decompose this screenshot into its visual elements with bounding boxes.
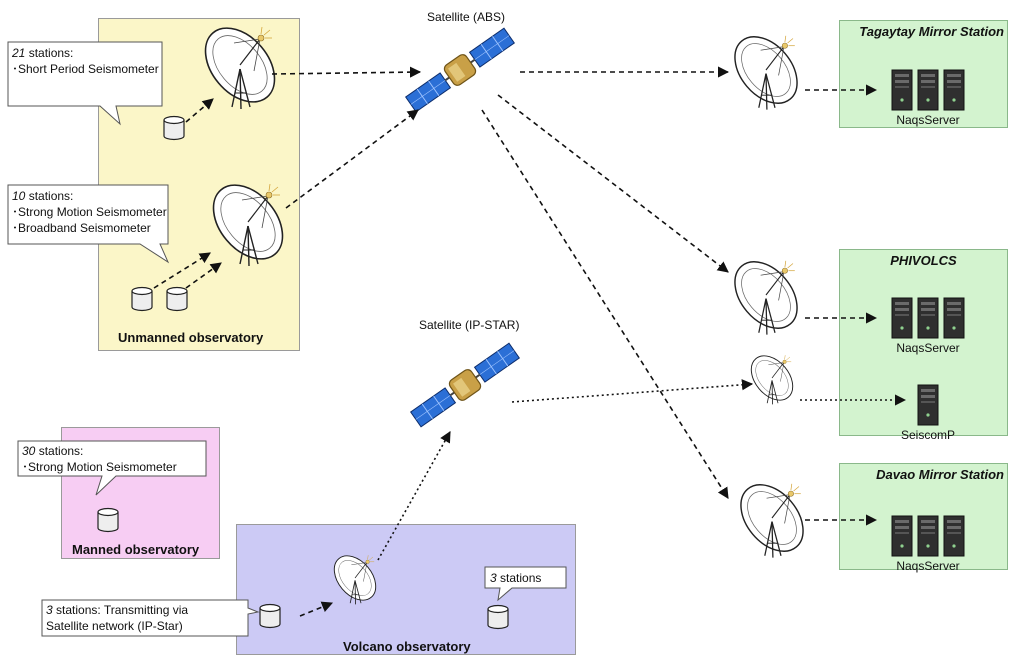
callout-count-line: 10 stations:: [12, 189, 74, 203]
unmanned-observatory-label: Unmanned observatory: [118, 330, 264, 345]
link-arrow-ipstar: [377, 431, 451, 561]
callout-strong-broadband: 10 stations: ･Strong Motion Seismometer …: [12, 188, 167, 236]
server-icon: [917, 515, 939, 557]
seismometer-cylinder: [131, 286, 153, 312]
callout-item: ･Broadband Seismometer: [12, 221, 151, 235]
callout-bubble-transmitting: [41, 599, 260, 637]
callout-bubble-volcano-3: [484, 566, 567, 602]
link-arrow-ipstar: [511, 379, 754, 403]
link-arrow: [185, 262, 222, 289]
davao-server-label: NaqsServer: [896, 559, 960, 573]
seismometer-cylinder: [487, 604, 509, 630]
phivolcs-seiscomp-label: SeiscomP: [900, 428, 956, 442]
callout-item: ･Strong Motion Seismometer: [22, 460, 177, 474]
server-icon: [917, 297, 939, 339]
satellite-dish-phivolcs-ipstar: [742, 347, 802, 409]
davao-title-wrap: Davao Mirror Station: [839, 467, 1008, 487]
server-icon: [917, 69, 939, 111]
satellite-dish-unmanned-1: [190, 14, 290, 116]
callout-count-line: 30 stations:: [22, 444, 84, 458]
callout-bubble-strong-broadband: [7, 184, 170, 264]
satellite-abs-label: Satellite (ABS): [427, 10, 506, 24]
phivolcs-title-wrap: PHIVOLCS: [839, 253, 1008, 273]
callout-manned: 30 stations: ･Strong Motion Seismometer: [22, 443, 177, 475]
server-icon: [891, 297, 913, 339]
server-icon: [943, 69, 965, 111]
satellite-dish-tagaytay: [721, 24, 811, 116]
satellite-dish-davao: [727, 472, 817, 564]
satellite-dish-unmanned-2: [198, 171, 298, 273]
link-arrow: [497, 94, 729, 273]
callout-item: ･Short Period Seismometer: [12, 62, 159, 76]
callout-count-line: 3 stations: Transmitting via: [46, 603, 189, 617]
callout-bubble-short-period: [7, 41, 163, 126]
link-arrow: [481, 109, 729, 499]
satellite-abs-icon: [402, 24, 518, 116]
satellite-ipstar-label: Satellite (IP-STAR): [419, 318, 520, 332]
callout-item: Satellite network (IP-Star): [46, 619, 183, 633]
davao-station-title: Davao Mirror Station: [876, 467, 1004, 482]
tagaytay-station-title: Tagaytay Mirror Station: [859, 24, 1004, 39]
server-icon: [891, 69, 913, 111]
callout-transmitting: 3 stations: Transmitting via Satellite n…: [46, 602, 188, 634]
link-arrow: [299, 601, 334, 617]
satellite-ipstar-icon: [407, 339, 523, 431]
callout-volcano-3: 3 stations: [490, 571, 542, 585]
seismometer-cylinder: [163, 115, 185, 141]
link-arrow: [185, 98, 214, 123]
phivolcs-station-title: PHIVOLCS: [890, 253, 957, 268]
link-arrow: [285, 109, 419, 209]
callout-item: ･Strong Motion Seismometer: [12, 205, 167, 219]
seismometer-cylinder: [259, 603, 281, 629]
link-arrow: [271, 66, 422, 78]
callout-short-period: 21 stations: ･Short Period Seismometer: [12, 45, 159, 77]
satellite-dish-volcano: [325, 547, 385, 609]
phivolcs-server-label: NaqsServer: [896, 341, 960, 355]
callout-count-line: 21 stations:: [12, 46, 74, 60]
seismometer-cylinder: [97, 507, 119, 533]
server-icon: [943, 297, 965, 339]
seismometer-cylinder: [166, 286, 188, 312]
server-icon: [943, 515, 965, 557]
callout-bubble-manned: [17, 440, 207, 496]
server-icon: [917, 384, 939, 426]
manned-observatory-label: Manned observatory: [72, 542, 200, 557]
tagaytay-server-label: NaqsServer: [896, 113, 960, 127]
satellite-dish-phivolcs: [721, 249, 811, 341]
link-arrow: [153, 252, 211, 289]
tagaytay-title-wrap: Tagaytay Mirror Station: [839, 24, 1008, 44]
volcano-observatory-label: Volcano observatory: [343, 639, 471, 654]
server-icon: [891, 515, 913, 557]
